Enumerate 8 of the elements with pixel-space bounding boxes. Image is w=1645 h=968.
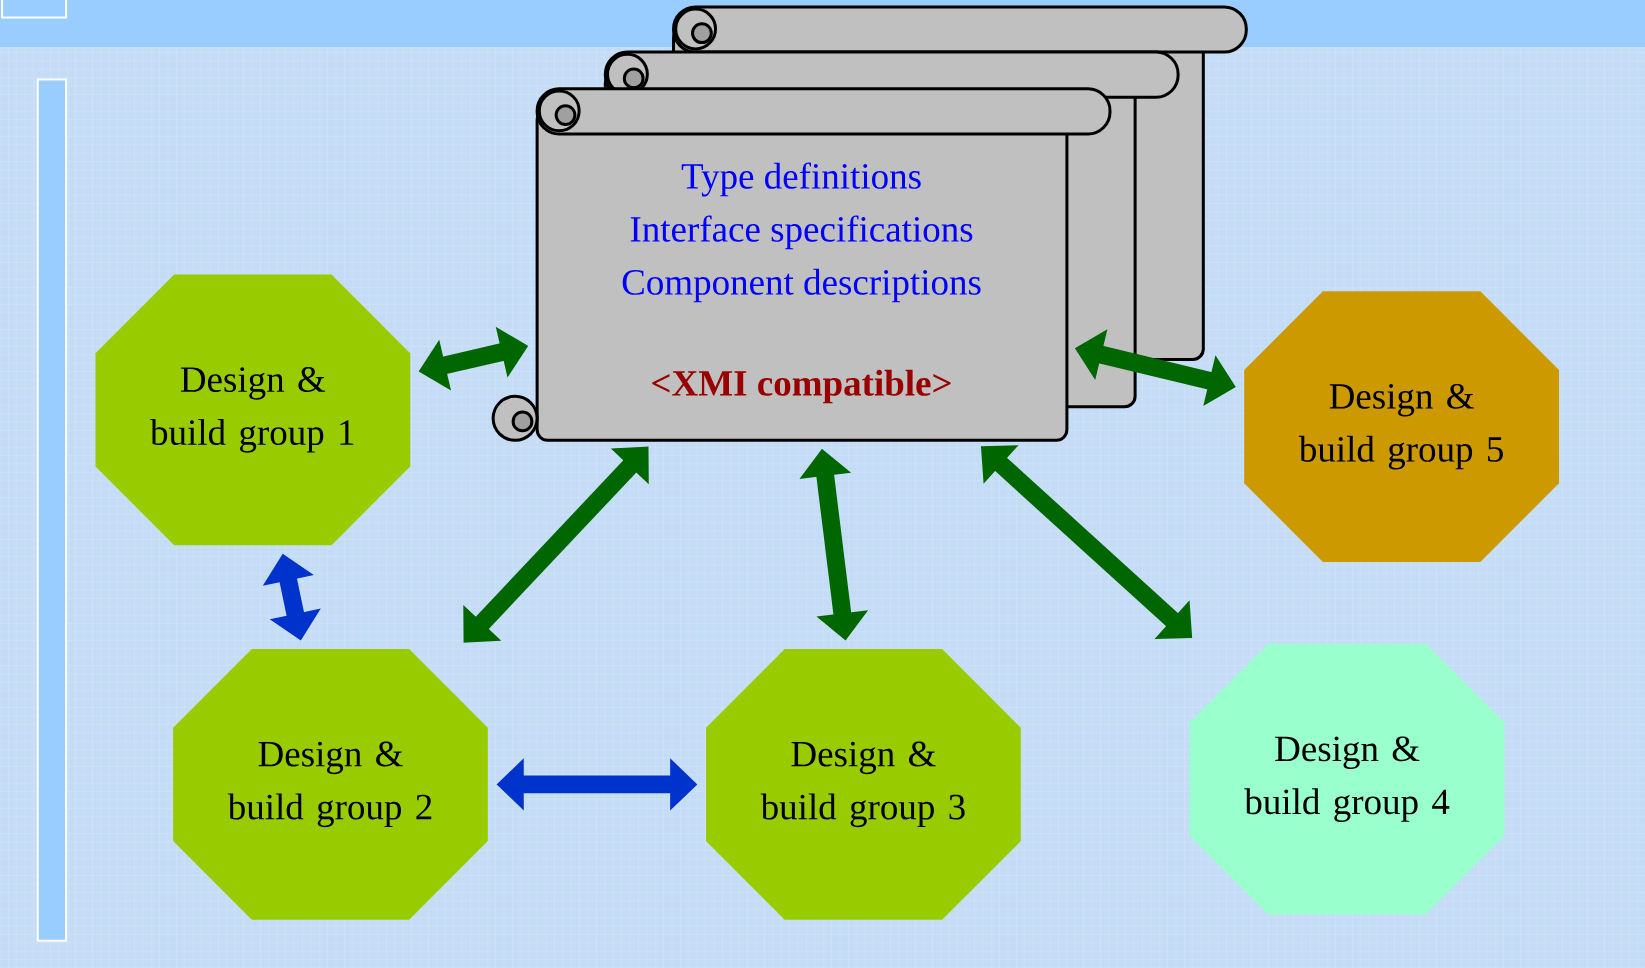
side-bar: [36, 78, 68, 942]
scroll-box: Type definitions Interface specifications Component descriptions <XMI compatible>: [491, 87, 1112, 442]
octagon-node: Design & build group 5: [1244, 291, 1559, 562]
octagon-node: Design & build group 4: [1189, 643, 1505, 915]
double-arrow: [463, 446, 649, 643]
octagon-node: Design & build group 1: [95, 274, 411, 546]
octagon-node: Design & build group 3: [706, 649, 1021, 920]
octagon-node: Design & build group 2: [173, 649, 488, 920]
